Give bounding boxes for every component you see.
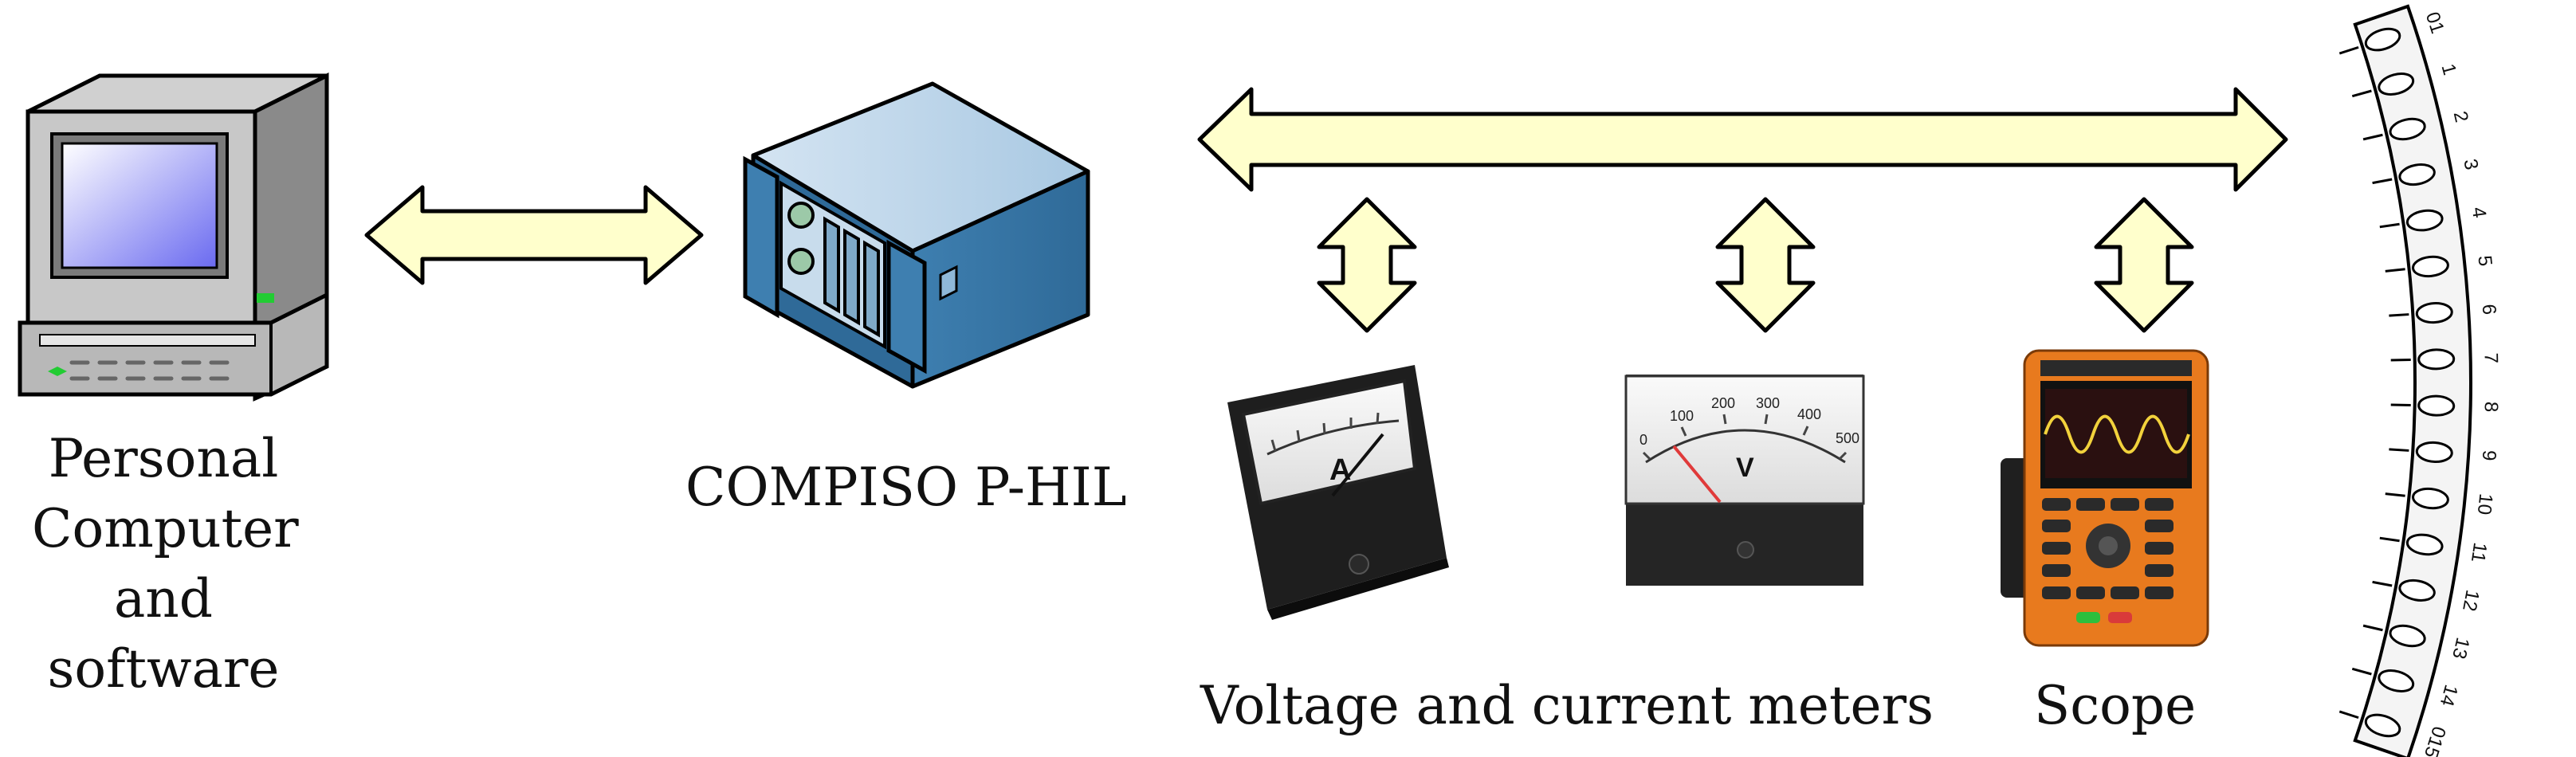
connector-pin-marker	[2362, 133, 2383, 141]
ammeter-icon: A	[1227, 365, 1449, 620]
connector-pin-number: 1	[2437, 61, 2460, 77]
voltmeter-bus-arrow	[1715, 197, 1816, 333]
scope-icon	[2001, 349, 2209, 647]
connector-pin-marker	[2338, 45, 2359, 55]
connector-pin	[2412, 487, 2449, 510]
connector-pin-marker	[2372, 178, 2393, 185]
voltmeter-tick-100: 100	[1670, 408, 1694, 424]
pc-label-line-4: software	[47, 638, 280, 700]
connector-pin	[2378, 669, 2415, 692]
pc-label: Personal Computer and software	[32, 424, 299, 704]
bus-double-arrow	[1197, 87, 2288, 192]
pc-label-line-1: Personal	[48, 428, 279, 489]
connector-pin-number: 14	[2436, 682, 2462, 708]
connector-pin-marker	[2362, 624, 2383, 632]
connector-pin	[2417, 348, 2456, 371]
connector-pin-marker	[2351, 89, 2372, 98]
voltmeter-icon: 0 100 200 300 400 500 V	[1624, 375, 1865, 586]
connector-pin	[2389, 117, 2426, 141]
p-hil-label: COMPISO P-HIL	[685, 457, 1127, 518]
connector-pin	[2378, 73, 2415, 96]
voltmeter-unit: V	[1736, 453, 1754, 483]
connector-pin-number: 5	[2473, 254, 2496, 267]
connector-pin-number: 8	[2480, 402, 2502, 413]
connector-pin-number: 9	[2478, 449, 2500, 461]
connector-pin	[2389, 624, 2426, 648]
voltmeter-tick-500: 500	[1836, 430, 1859, 446]
connector-pin	[2364, 713, 2401, 738]
connector-pin-marker	[2351, 667, 2372, 676]
voltmeter-tick-200: 200	[1711, 395, 1735, 411]
connector-pin-number: 7	[2480, 352, 2502, 363]
connector-pin-number: 4	[2468, 206, 2491, 219]
connector-pin	[2415, 441, 2453, 463]
connector-pin-number: 3	[2459, 157, 2482, 171]
connector-pin-marker	[2390, 403, 2411, 406]
voltmeter-tick-0: 0	[1639, 432, 1647, 448]
connector-pin-number: 11	[2467, 541, 2491, 564]
connector-pin	[2415, 302, 2453, 324]
connector-pin-marker	[2379, 222, 2400, 229]
connector-pin	[2405, 533, 2444, 556]
ammeter-unit: A	[1329, 453, 1351, 487]
scope-label: Scope	[2034, 675, 2197, 736]
voltmeter-tick-300: 300	[1756, 395, 1780, 411]
connector-pin-number: 2	[2449, 109, 2472, 124]
pc-label-line-3: and	[113, 568, 214, 630]
connector-strip-body	[2353, 4, 2472, 757]
connector-pin-marker	[2385, 268, 2405, 273]
connector-pin-number: 01	[2421, 10, 2448, 37]
p-hil-rack-icon	[743, 81, 1090, 389]
connector-pin-marker	[2372, 580, 2393, 587]
pc-label-line-2: Computer	[32, 498, 299, 559]
connector-pin-marker	[2390, 359, 2411, 362]
connector-pin-marker	[2379, 536, 2400, 543]
connector-pin-marker	[2338, 710, 2359, 720]
connector-pin-number: 6	[2478, 304, 2500, 316]
connector-pin	[2364, 27, 2401, 52]
connector-pin	[2417, 394, 2456, 417]
connector-pin	[2398, 163, 2436, 186]
scope-trace	[2044, 414, 2190, 454]
scope-bus-arrow	[2094, 197, 2194, 333]
voltmeter-tick-400: 400	[1797, 406, 1821, 422]
personal-computer-icon	[18, 72, 329, 402]
connector-pin	[2398, 579, 2436, 602]
connector-pin	[2412, 255, 2449, 278]
connector-pin-marker	[2385, 492, 2405, 497]
connector-pin	[2405, 209, 2444, 232]
connector-pin-number: 10	[2473, 492, 2497, 516]
connector-pin-number: 015	[2420, 724, 2450, 757]
connector-pin-number: 12	[2458, 588, 2483, 613]
connector-pin-marker	[2389, 448, 2409, 452]
ammeter-bus-arrow	[1317, 197, 1417, 333]
connector-pin-marker	[2389, 313, 2409, 317]
connector-pin-number: 13	[2448, 635, 2473, 661]
meters-label: Voltage and current meters	[1200, 675, 1934, 736]
pc-hil-double-arrow	[364, 185, 704, 285]
